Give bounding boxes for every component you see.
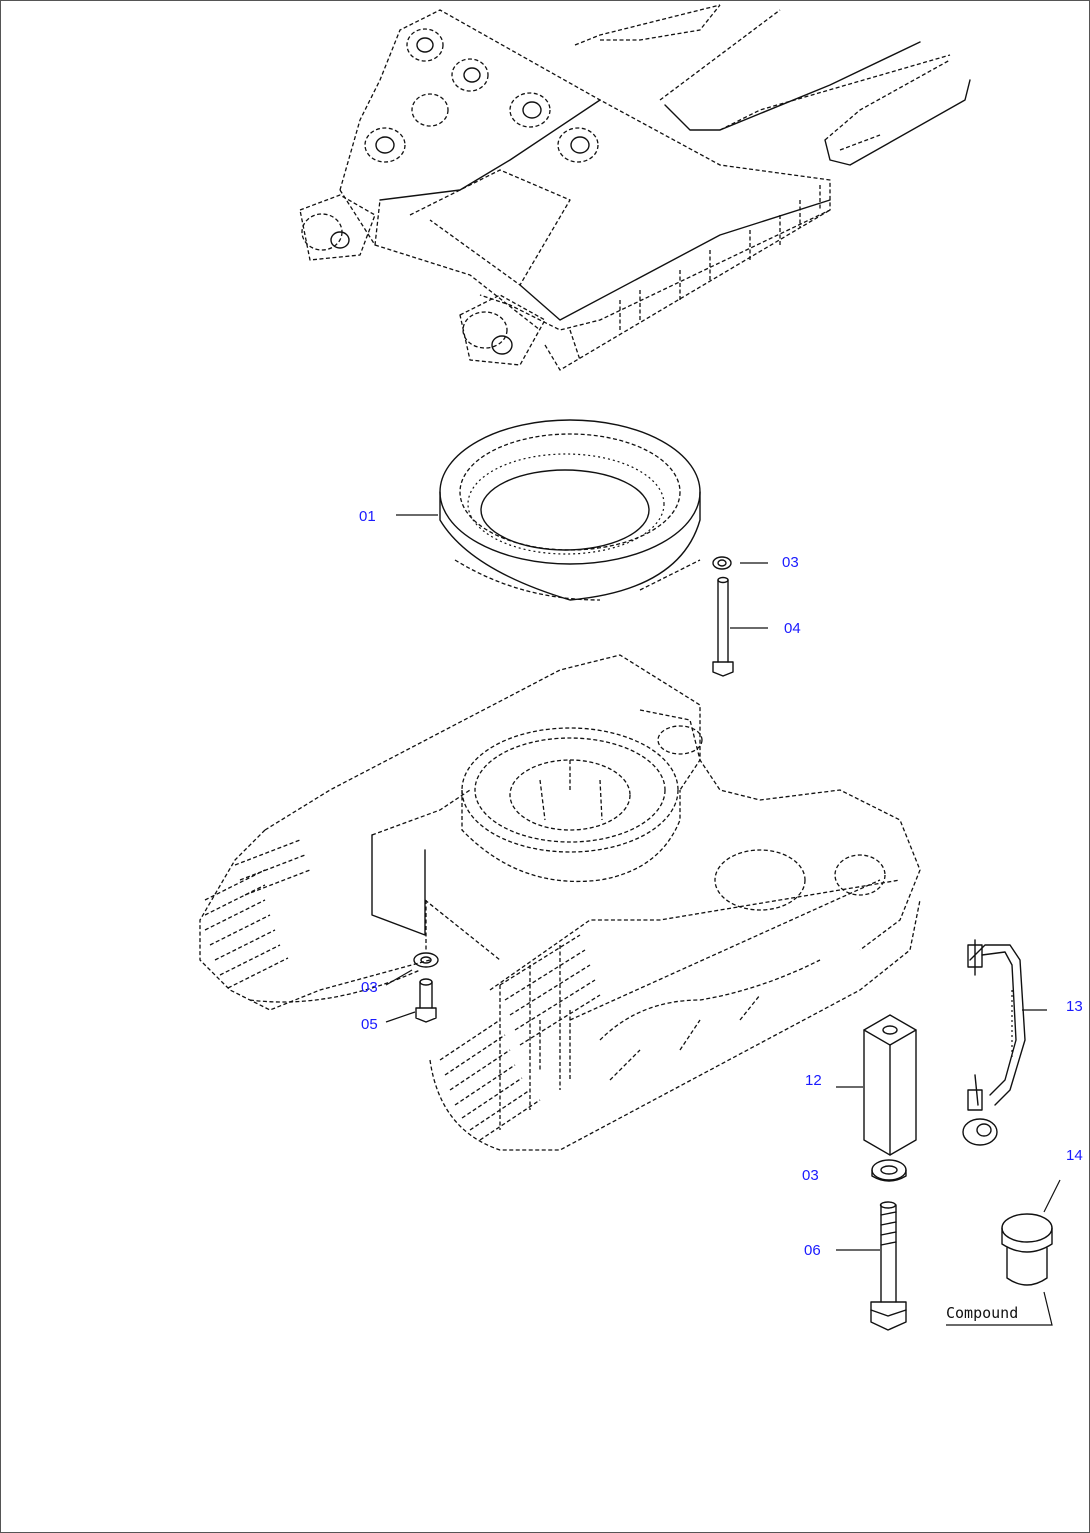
callout-03-middle: 03 [361,979,378,996]
socket-tool-12 [863,1014,917,1156]
bracket-13 [962,939,1026,1146]
callout-14: 14 [1066,1147,1083,1164]
track-links-far [204,839,311,989]
lug-pins-upper [299,28,599,366]
upper-frame [299,4,971,371]
callout-13: 13 [1066,998,1083,1015]
bolt-06-assembly [870,1159,907,1331]
bolt-04-assembly [712,556,734,677]
callout-04: 04 [784,620,801,637]
undercarriage [199,654,921,1151]
leader-lines [385,514,1061,1326]
slewing-ring [439,419,701,601]
callout-05: 05 [361,1016,378,1033]
callout-03-bottom: 03 [802,1167,819,1184]
compound-can-14 [1001,1213,1053,1286]
callout-12: 12 [805,1072,822,1089]
callout-03-top: 03 [782,554,799,571]
callout-01: 01 [359,508,376,525]
callout-06: 06 [804,1242,821,1259]
bolt-05-assembly [413,900,439,1023]
compound-label: Compound [946,1304,1018,1322]
track-links-near [439,934,601,1141]
